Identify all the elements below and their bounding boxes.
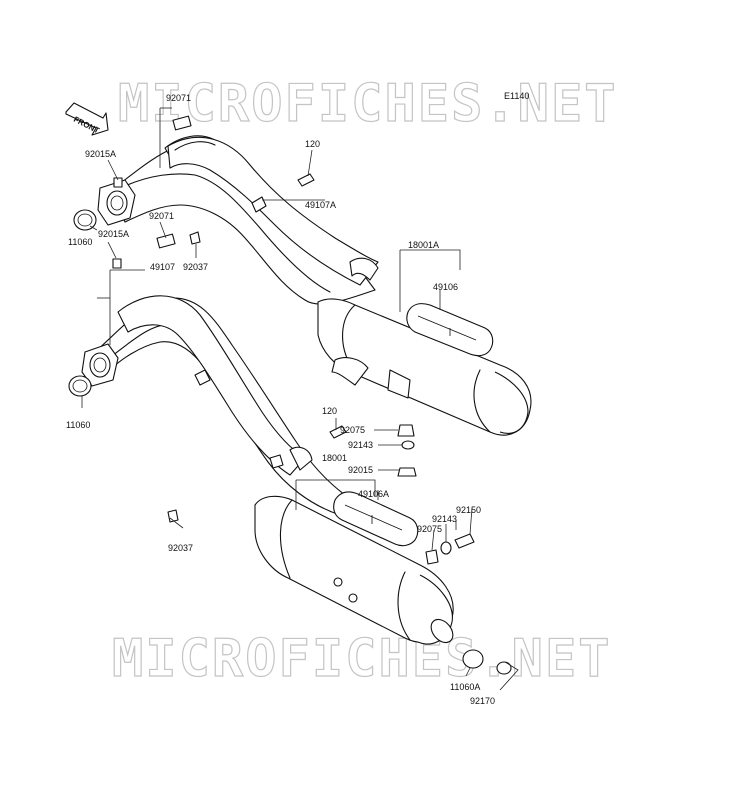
label-18001a: 18001A <box>408 240 439 250</box>
gasket-49106 <box>406 303 494 357</box>
label-92071-upper: 92071 <box>166 93 191 103</box>
gasket-49106a <box>333 491 419 547</box>
label-92037-lower: 92037 <box>168 543 193 553</box>
collar-92143-lower <box>440 541 452 555</box>
spring-92071-lower <box>156 233 176 249</box>
flange-upper <box>97 179 136 226</box>
heat-shield-lower <box>117 295 313 476</box>
bolt-92150 <box>454 533 475 549</box>
gasket-11060a <box>462 649 484 669</box>
clamp-92037-upper <box>189 231 201 245</box>
diagram-code: E1140 <box>504 91 529 101</box>
bolt-120-upper <box>297 173 315 187</box>
watermark-top: MICROFICHES.NET <box>118 74 618 134</box>
label-49107: 49107 <box>150 262 175 272</box>
label-18001: 18001 <box>322 453 347 463</box>
front-arrow-icon: FRONT <box>65 102 109 136</box>
label-92143-lower: 92143 <box>432 514 457 524</box>
collar-92015 <box>397 467 417 477</box>
leader-lines <box>81 107 519 691</box>
heat-shield-upper <box>167 136 379 286</box>
label-92037-upper: 92037 <box>183 262 208 272</box>
muffler-upper <box>317 298 532 436</box>
damper-92075-lower <box>425 549 439 565</box>
flange-lower <box>81 343 119 387</box>
spring-92071-upper <box>172 115 192 131</box>
label-92150: 92150 <box>456 505 481 515</box>
label-11060-lower: 11060 <box>66 420 90 430</box>
collar-92015a-upper <box>113 177 123 188</box>
label-120-upper: 120 <box>305 139 320 149</box>
gasket-ring-11060-lower <box>68 375 92 397</box>
label-11060-upper: 11060 <box>68 237 92 247</box>
label-92170: 92170 <box>470 696 495 706</box>
label-92015a-upper: 92015A <box>85 149 116 159</box>
label-49106a: 49106A <box>358 489 389 499</box>
label-92071-lower: 92071 <box>149 211 174 221</box>
label-92075-lower: 92075 <box>417 524 442 534</box>
muffler-lower <box>254 495 454 645</box>
collar-92015a-lower <box>112 258 122 269</box>
clamp-92037-lower <box>167 509 179 523</box>
label-92015a-lower: 92015A <box>98 229 129 239</box>
clamp-92170 <box>496 661 512 675</box>
label-92075-upper: 92075 <box>340 425 365 435</box>
collar-92143-upper <box>401 440 415 450</box>
bolt-120-lower <box>329 425 347 439</box>
watermark-bottom: MICROFICHES.NET <box>112 629 612 689</box>
label-92015: 92015 <box>348 465 373 475</box>
label-120-lower: 120 <box>322 406 337 416</box>
exhaust-pipe-lower <box>94 297 346 516</box>
gasket-ring-11060-upper <box>73 209 97 231</box>
damper-92075-upper <box>397 424 415 437</box>
label-49107a: 49107A <box>305 200 336 210</box>
label-11060a: 11060A <box>450 682 480 692</box>
label-49106: 49106 <box>433 282 458 292</box>
label-92143-upper: 92143 <box>348 440 373 450</box>
